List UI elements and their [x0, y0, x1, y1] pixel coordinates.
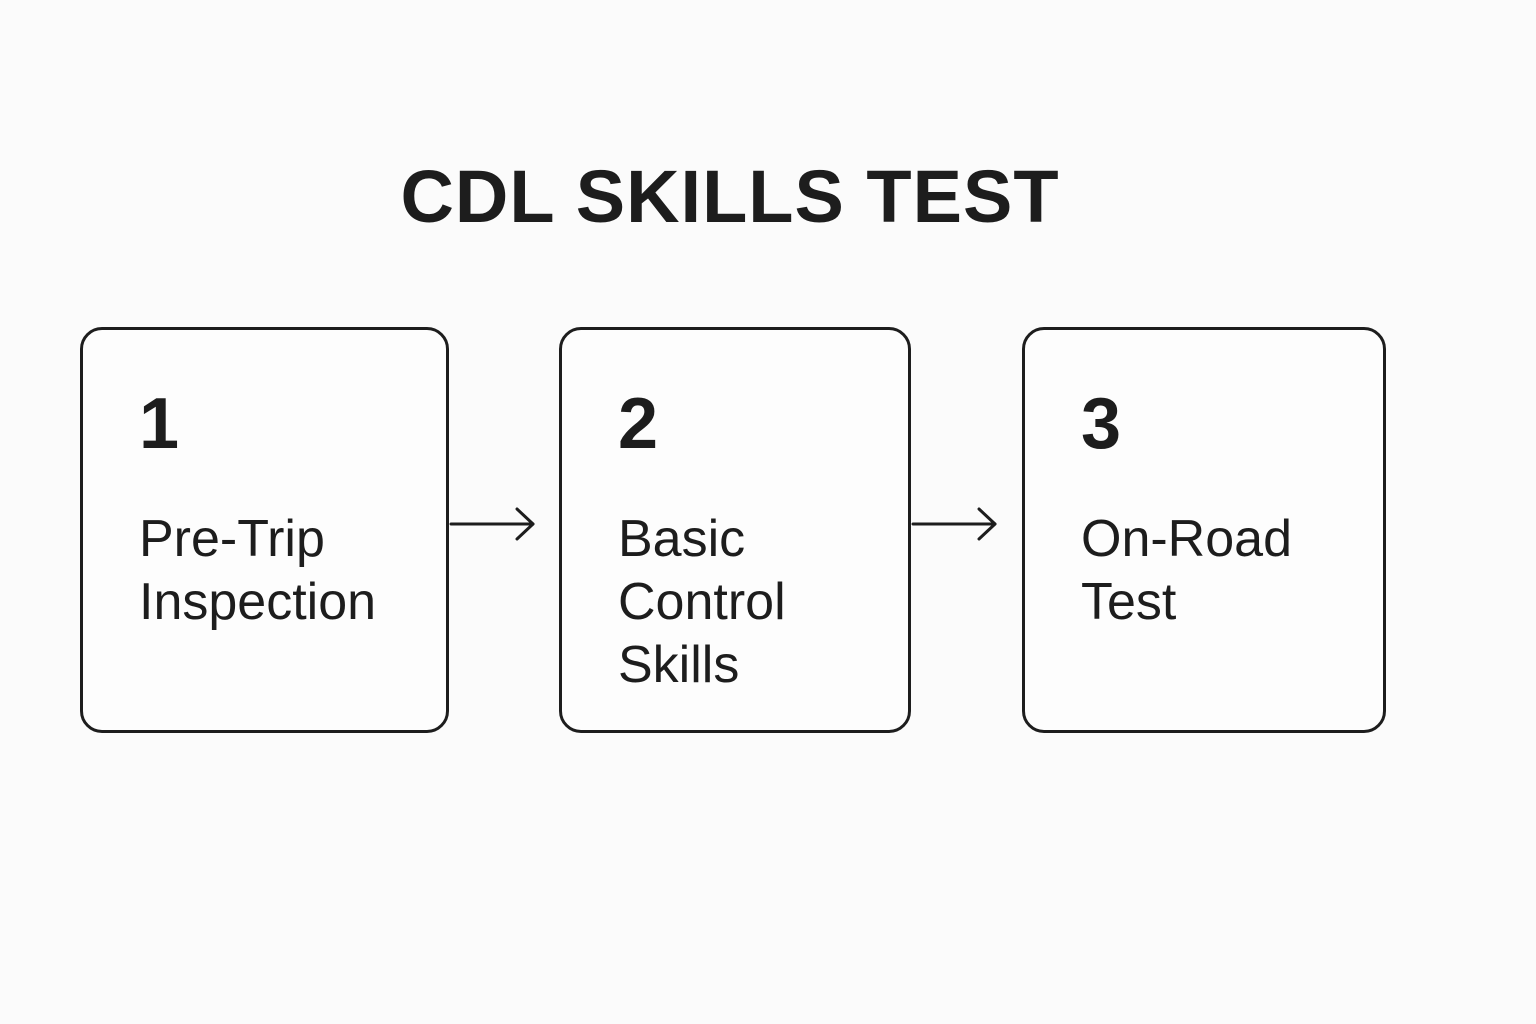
diagram-title: CDL SKILLS TEST	[400, 155, 1060, 238]
step-label: Basic Control Skills	[618, 510, 786, 694]
step-label: On-Road Test	[1081, 510, 1292, 631]
step-number: 3	[1081, 384, 1122, 464]
arrow-right-icon	[911, 507, 997, 541]
step-label: Pre-Trip Inspection	[139, 510, 377, 631]
step-number: 1	[139, 384, 180, 464]
step-box-on-road-test: 3 On-Road Test	[1022, 327, 1386, 733]
step-box-basic-control-skills: 2 Basic Control Skills	[559, 327, 911, 733]
step-number: 2	[618, 384, 659, 464]
arrow-right-icon	[449, 507, 535, 541]
step-box-pre-trip-inspection: 1 Pre-Trip Inspection	[80, 327, 449, 733]
